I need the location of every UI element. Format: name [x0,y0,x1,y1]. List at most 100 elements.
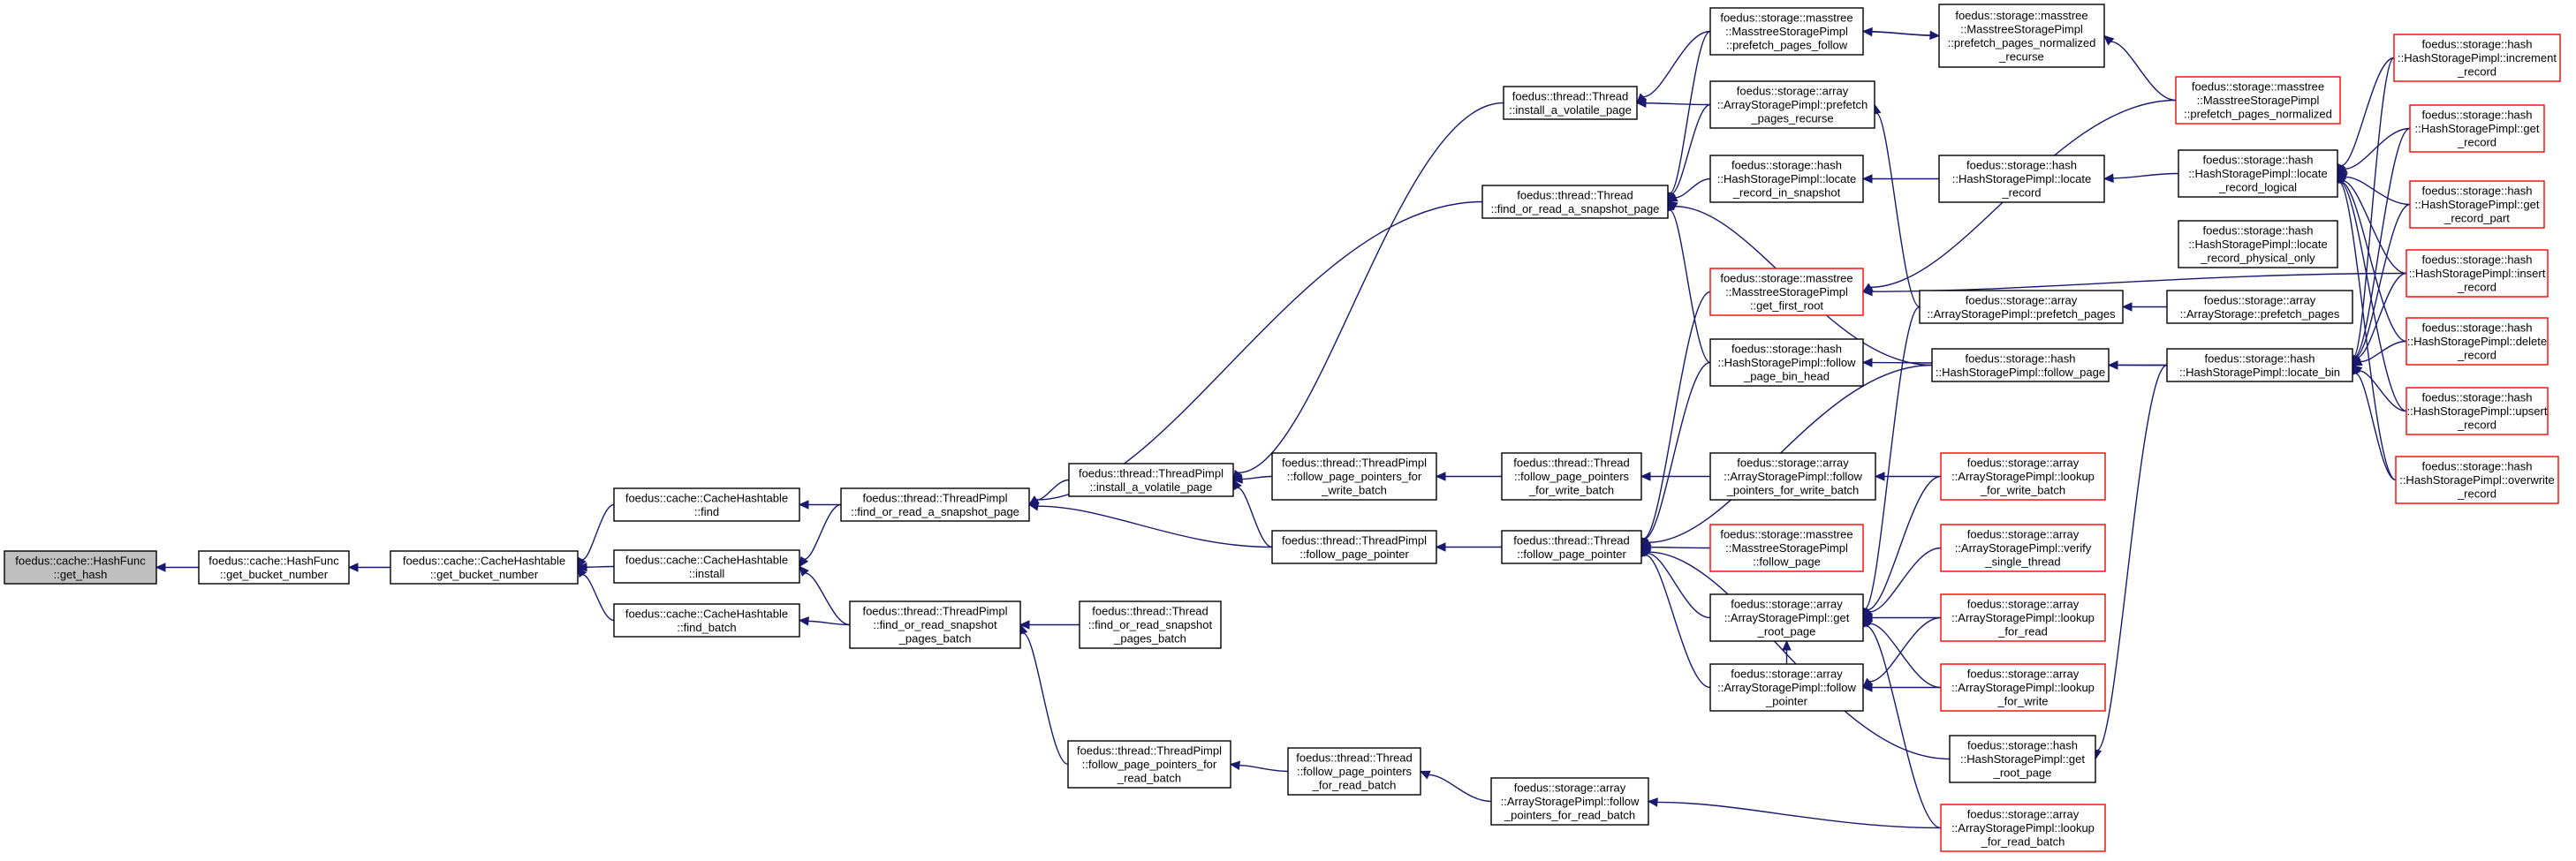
graph-node[interactable]: foedus::thread::Thread::find_or_read_a_s… [1481,185,1669,219]
graph-node[interactable]: foedus::storage::hash::HashStoragePimpl:… [2406,317,2549,366]
node-label: ::HashStoragePimpl::get [2415,198,2540,211]
call-edge [1239,765,1289,773]
call-edge [1643,291,1711,540]
graph-node[interactable]: foedus::thread::ThreadPimpl::find_or_rea… [849,600,1021,649]
graph-node[interactable]: foedus::storage::array::ArrayStoragePimp… [1940,452,2106,501]
graph-node[interactable]: foedus::thread::ThreadPimpl::follow_page… [1271,530,1437,564]
node-label: _for_read_batch [1981,835,2065,849]
node-box [1481,185,1669,219]
graph-node[interactable]: foedus::thread::Thread::install_a_volati… [1503,86,1638,120]
node-label: ::HashStoragePimpl::upsert [2407,404,2548,418]
graph-node[interactable]: foedus::thread::Thread::find_or_read_sna… [1079,600,1222,649]
call-edge [2110,41,2177,102]
graph-node[interactable]: foedus::storage::masstree::MasstreeStora… [1709,7,1864,56]
arrowhead [1861,358,1873,367]
graph-node[interactable]: foedus::storage::hash::HashStoragePimpl:… [2178,220,2338,268]
graph-node[interactable]: foedus::thread::ThreadPimpl::find_or_rea… [840,487,1030,522]
graph-node[interactable]: foedus::storage::hash::HashStoragePimpl:… [2393,34,2561,82]
node-box [1501,452,1642,501]
graph-node[interactable]: foedus::thread::Thread::follow_page_poin… [1501,452,1642,501]
arrowhead [1435,472,1446,481]
graph-node[interactable]: foedus::cache::HashFunc::get_hash [4,550,157,585]
graph-node[interactable]: foedus::storage::hash::HashStoragePimpl:… [2409,104,2545,153]
node-label: foedus::storage::hash [2421,321,2532,335]
graph-node[interactable]: foedus::storage::hash::HashStoragePimpl:… [1709,155,1864,203]
node-label: _for_write_batch [1980,484,2065,497]
node-box [2393,34,2561,82]
graph-node[interactable]: foedus::storage::array::ArrayStoragePimp… [1709,663,1864,712]
graph-node[interactable]: foedus::storage::hash::HashStoragePimpl:… [1709,338,1864,387]
arrowhead [155,563,166,572]
graph-node[interactable]: foedus::storage::array::ArrayStoragePimp… [1940,804,2106,852]
graph-node[interactable]: foedus::storage::hash::HashStoragePimpl:… [2406,249,2549,298]
graph-node[interactable]: foedus::storage::array::ArrayStoragePimp… [1709,80,1875,129]
node-label: foedus::storage::hash [2421,185,2532,198]
graph-node[interactable]: foedus::storage::hash::HashStoragePimpl:… [2406,387,2549,435]
node-box [1709,268,1864,316]
node-box [1919,290,2124,324]
graph-node[interactable]: foedus::thread::ThreadPimpl::follow_page… [1271,452,1437,501]
arrowhead [1861,683,1873,692]
graph-node[interactable]: foedus::storage::masstree::MasstreeStora… [1938,4,2105,68]
graph-node[interactable]: foedus::cache::CacheHashtable::find [613,487,800,522]
graph-node[interactable]: foedus::storage::hash::HashStoragePimpl:… [2409,180,2545,229]
graph-node[interactable]: foedus::thread::Thread::follow_page_poin… [1501,530,1642,564]
graph-node[interactable]: foedus::storage::array::ArrayStoragePimp… [1490,777,1649,826]
graph-node[interactable]: foedus::thread::ThreadPimpl::install_a_v… [1068,463,1234,497]
graph-node[interactable]: foedus::storage::masstree::MasstreeStora… [1709,268,1864,316]
node-label: foedus::storage::masstree [1720,11,1852,25]
node-box [1931,348,2110,382]
node-label: _pages_batch [1113,632,1186,646]
node-label: foedus::storage::hash [2421,460,2532,473]
node-label: ::ArrayStoragePimpl::get [1724,611,1850,624]
node-label: foedus::cache::CacheHashtable [403,554,565,567]
graph-node[interactable]: foedus::thread::ThreadPimpl::follow_page… [1067,740,1231,789]
call-edge [2338,181,2397,481]
graph-node[interactable]: foedus::storage::hash::HashStoragePimpl:… [2166,348,2353,382]
graph-node[interactable]: foedus::storage::hash::HashStoragePimpl:… [2395,456,2559,504]
graph-node[interactable]: foedus::storage::hash::HashStoragePimpl:… [1938,155,2105,203]
arrowhead [1861,174,1873,184]
call-edge [1645,102,1711,106]
graph-node[interactable]: foedus::thread::Thread::follow_page_poin… [1287,747,1421,796]
graph-node[interactable]: foedus::storage::array::ArrayStoragePimp… [1709,452,1876,501]
graph-node[interactable]: foedus::storage::array::ArrayStorage::pr… [2166,290,2353,324]
node-label: foedus::cache::HashFunc [208,554,339,567]
graph-node[interactable]: foedus::storage::hash::HashStoragePimpl:… [1949,735,2096,783]
node-label: ::ArrayStoragePimpl::lookup [1951,611,2095,624]
graph-node[interactable]: foedus::storage::array::ArrayStoragePimp… [1709,593,1864,642]
call-edge [805,572,851,626]
call-edge [2355,203,2411,358]
node-label: foedus::thread::Thread [1513,457,1630,470]
node-label: _for_write_batch [1528,484,1614,497]
node-box [1287,747,1421,796]
node-label: _root_page [1757,625,1816,638]
graph-node[interactable]: foedus::cache::CacheHashtable::find_batc… [613,603,800,638]
graph-node[interactable]: foedus::storage::array::ArrayStoragePimp… [1919,290,2124,324]
graph-node[interactable]: foedus::cache::CacheHashtable::install [613,549,800,584]
call-edge [1238,102,1504,474]
node-box [2166,348,2353,382]
node-label: foedus::thread::Thread [1512,89,1629,102]
graph-node[interactable]: foedus::storage::hash::HashStoragePimpl:… [1931,348,2110,382]
node-label: ::MasstreeStoragePimpl [1725,541,1848,555]
node-label: _pages_recurse [1750,112,1833,125]
graph-node[interactable]: foedus::storage::array::ArrayStoragePimp… [1940,524,2106,572]
call-edge [2356,272,2407,359]
call-edge [1869,547,1942,613]
graph-node[interactable]: foedus::storage::masstree::MasstreeStora… [1709,524,1864,572]
call-edge [1656,801,1942,829]
graph-node[interactable]: foedus::storage::array::ArrayStoragePimp… [1940,663,2106,712]
graph-node[interactable]: foedus::storage::hash::HashStoragePimpl:… [2178,149,2338,198]
node-label: foedus::storage::array [1731,598,1843,611]
graph-node[interactable]: foedus::storage::masstree::MasstreeStora… [2175,76,2341,125]
graph-node[interactable]: foedus::cache::HashFunc::get_bucket_numb… [198,550,350,585]
node-label: foedus::storage::hash [2202,154,2313,167]
call-edge [1869,616,1942,683]
node-label: foedus::storage::hash [2421,38,2532,51]
arrowhead [1929,30,1941,41]
graph-node[interactable]: foedus::storage::array::ArrayStoragePimp… [1940,593,2106,642]
graph-node[interactable]: foedus::cache::CacheHashtable::get_bucke… [390,550,579,585]
node-label: ::follow_page_pointer [1299,548,1409,561]
